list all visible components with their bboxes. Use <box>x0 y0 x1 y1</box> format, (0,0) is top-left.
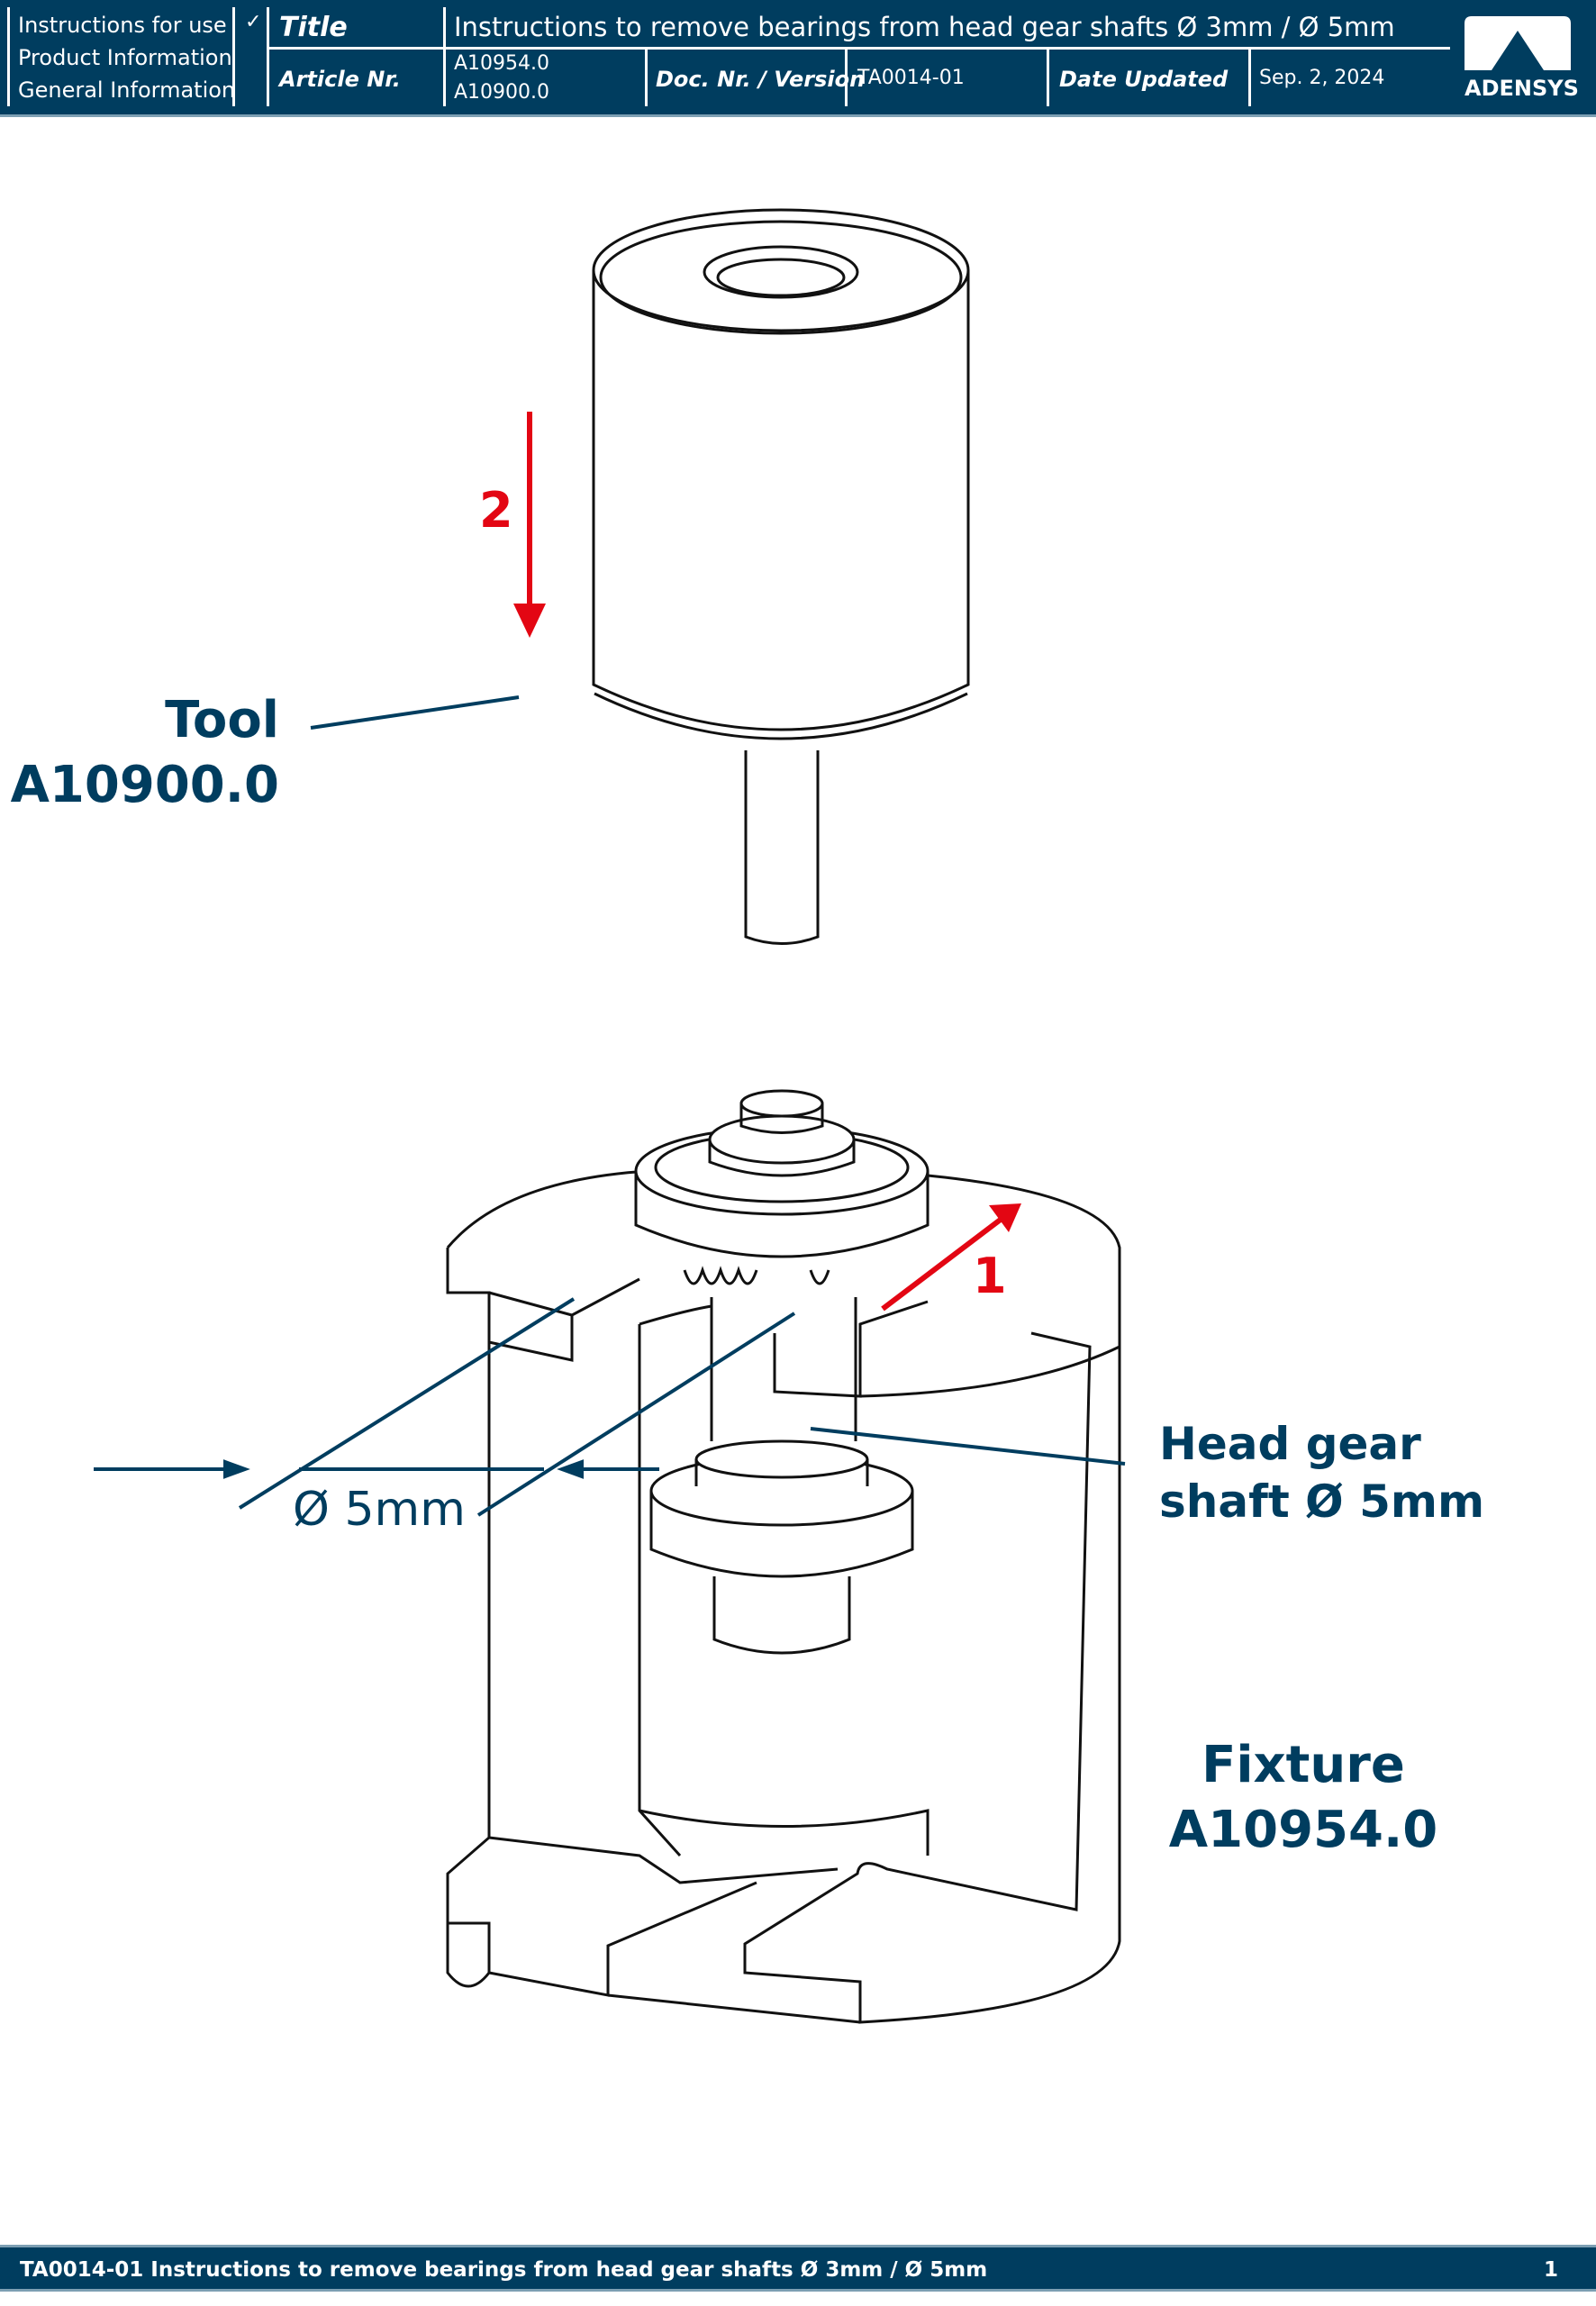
step-2-label: 2 <box>479 482 513 539</box>
divider <box>267 47 1450 50</box>
divider <box>267 7 269 106</box>
footer-text: TA0014-01 Instructions to remove bearing… <box>20 2258 988 2282</box>
document-footer: TA0014-01 Instructions to remove bearing… <box>0 2245 1596 2292</box>
doc-number-label: Doc. Nr. / Version <box>656 67 866 92</box>
divider <box>1047 49 1049 106</box>
tool-article-label: A10900.0 <box>10 756 279 814</box>
logo-text: ADENSYS <box>1465 76 1579 101</box>
extension-line <box>238 1297 576 1510</box>
article-value-2: A10900.0 <box>454 81 550 104</box>
step-1-label: 1 <box>973 1248 1007 1304</box>
divider <box>232 7 235 106</box>
arrow-head-icon <box>223 1459 250 1479</box>
page-number: 1 <box>1543 2258 1558 2282</box>
divider <box>845 49 848 106</box>
leader-lines <box>94 695 1126 1517</box>
date-updated-value: Sep. 2, 2024 <box>1259 67 1385 89</box>
date-updated-label: Date Updated <box>1059 67 1229 92</box>
doc-type-general-info: General Information <box>18 77 236 103</box>
divider <box>7 7 10 106</box>
doc-number-value: TA0014-01 <box>857 67 965 89</box>
extension-line <box>476 1312 796 1517</box>
tool-label: Tool <box>165 691 279 749</box>
step-arrows <box>513 412 1021 1312</box>
arrow-step-1 <box>881 1216 1003 1312</box>
dimension-label: Ø 5mm <box>293 1483 466 1537</box>
arrow-head-icon <box>989 1203 1021 1232</box>
adensys-logo: ADENSYS <box>1461 14 1579 104</box>
document-header: Instructions for use Product Information… <box>0 0 1596 117</box>
shaft-label-line1: Head gear <box>1159 1418 1421 1470</box>
divider <box>645 49 648 106</box>
fixture-label: Fixture <box>1202 1736 1405 1794</box>
article-value-1: A10954.0 <box>454 52 550 75</box>
logo-mark-icon <box>1465 16 1571 70</box>
title-label: Title <box>279 12 348 43</box>
article-label: Article Nr. <box>279 67 401 92</box>
shaft-label-line2: shaft Ø 5mm <box>1159 1475 1485 1528</box>
doc-type-product-info: Product Information <box>18 45 232 70</box>
tool-illustration <box>592 208 970 945</box>
doc-type-instructions: Instructions for use <box>18 13 227 38</box>
fixture-illustration <box>446 1089 1121 2024</box>
tool-leader-line <box>310 695 520 730</box>
fixture-article-label: A10954.0 <box>1168 1801 1438 1859</box>
shaft-leader-line <box>810 1427 1126 1466</box>
arrow-head-icon <box>557 1459 584 1479</box>
arrow-head-icon <box>513 604 546 638</box>
divider <box>1248 49 1251 106</box>
check-icon: ✓ <box>245 11 262 33</box>
title-value: Instructions to remove bearings from hea… <box>454 12 1395 42</box>
divider <box>443 7 446 106</box>
